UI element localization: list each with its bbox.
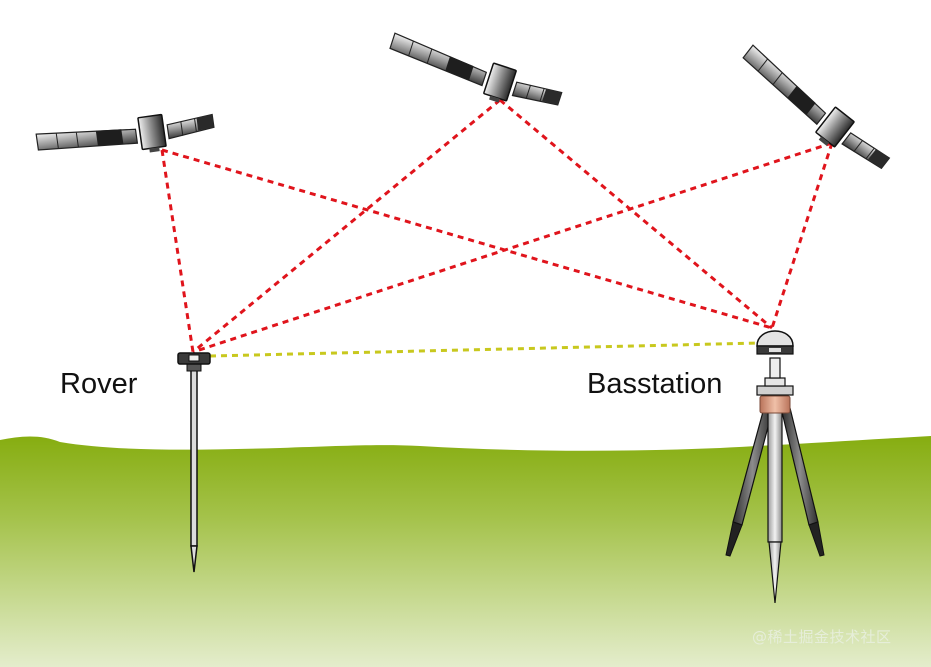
base-station-label: Basstation [587, 368, 723, 400]
link-sat1-base [161, 148, 773, 330]
satellite-icon [731, 42, 895, 182]
satellite-icon [35, 106, 217, 169]
link-sat3-rover [192, 141, 833, 354]
link-sat3-base [770, 142, 834, 329]
satellite-icon [383, 30, 565, 121]
rover-pole-icon [177, 352, 211, 573]
ground [0, 436, 931, 667]
gnss-antenna-icon [756, 330, 794, 355]
watermark: @稀土掘金技术社区 [752, 628, 892, 646]
rover-label: Rover [60, 368, 138, 400]
tripod-icon [725, 330, 825, 604]
link-sat2-rover [192, 98, 501, 354]
link-sat2-base [499, 98, 773, 330]
satellite-links [160, 98, 834, 354]
gnss-antenna-icon [177, 352, 211, 365]
baseline-link [209, 341, 761, 358]
link-sat1-rover [160, 149, 195, 353]
